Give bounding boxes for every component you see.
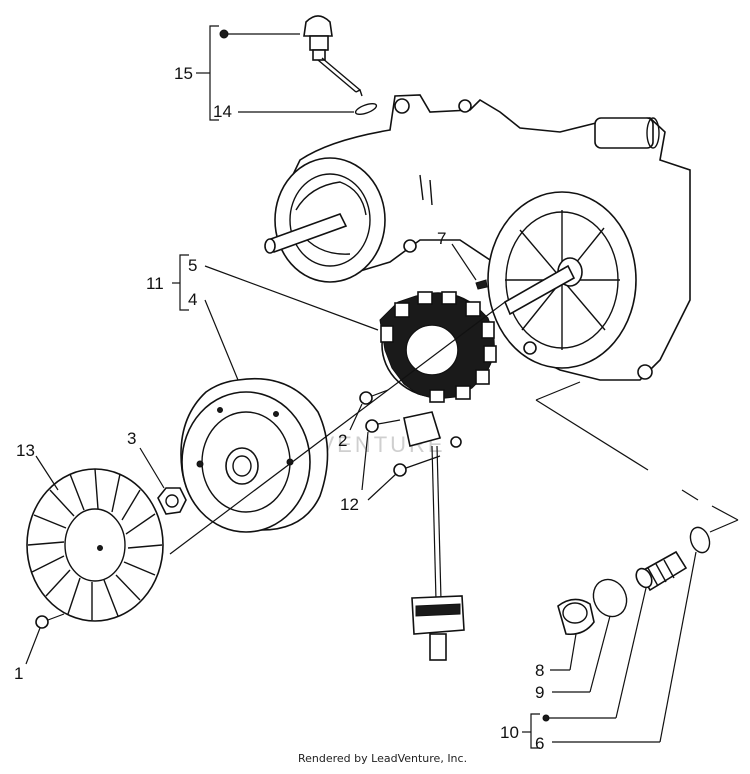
leader-1 [25, 627, 41, 665]
part-stator-pickup-and-wire[interactable] [403, 411, 465, 661]
part-9-o-ring[interactable] [587, 574, 632, 622]
part-15-dipstick[interactable] [303, 15, 363, 97]
callout-15: 15 [174, 64, 193, 83]
part-5-stator[interactable] [379, 291, 497, 403]
part-8-drain-plug[interactable] [557, 598, 595, 636]
part-13-cooling-fan[interactable] [26, 468, 164, 622]
leader-3 [139, 447, 165, 489]
callout-1: 1 [14, 664, 23, 683]
part-1-screw[interactable] [35, 613, 65, 629]
part-12-screw-lower[interactable] [393, 455, 441, 477]
part-14-o-ring[interactable] [354, 101, 378, 116]
leader-12a [361, 431, 369, 491]
part-2-screw[interactable] [359, 389, 389, 405]
leader-12b [367, 473, 397, 501]
part-6-o-ring[interactable] [687, 525, 713, 556]
leader-13 [35, 455, 59, 491]
part-7-woodruff-key[interactable] [475, 279, 488, 290]
callout-5: 5 [188, 256, 197, 275]
callout-3: 3 [127, 429, 136, 448]
callout-14: 14 [213, 102, 232, 121]
callout-9: 9 [535, 683, 544, 702]
part-4-flywheel[interactable] [180, 377, 329, 533]
callout-13: 13 [16, 441, 35, 460]
bracket-11 [172, 254, 379, 381]
leader-7 [451, 243, 477, 281]
leader-8b [569, 633, 577, 671]
callout-2: 2 [338, 431, 347, 450]
callout-8: 8 [535, 661, 544, 680]
callout-6: 6 [535, 734, 544, 753]
callout-10: 10 [500, 723, 519, 742]
part-10-filter-screen[interactable] [633, 550, 688, 592]
callout-7: 7 [437, 229, 446, 248]
footer-credit: Rendered by LeadVenture, Inc. [298, 752, 467, 765]
part-12-screw-upper[interactable] [365, 419, 401, 433]
engine-crankcase-housing [264, 94, 691, 381]
part-3-nut[interactable] [157, 487, 187, 515]
callout-4: 4 [188, 290, 197, 309]
leader-2 [349, 403, 363, 431]
assembly-axis [169, 301, 506, 555]
bracket-15 [196, 25, 354, 121]
callout-11: 11 [146, 274, 164, 293]
callout-12: 12 [340, 495, 359, 514]
axis-drain-group [535, 381, 739, 533]
bracket-10 [522, 551, 697, 749]
leader-9b [589, 615, 611, 693]
